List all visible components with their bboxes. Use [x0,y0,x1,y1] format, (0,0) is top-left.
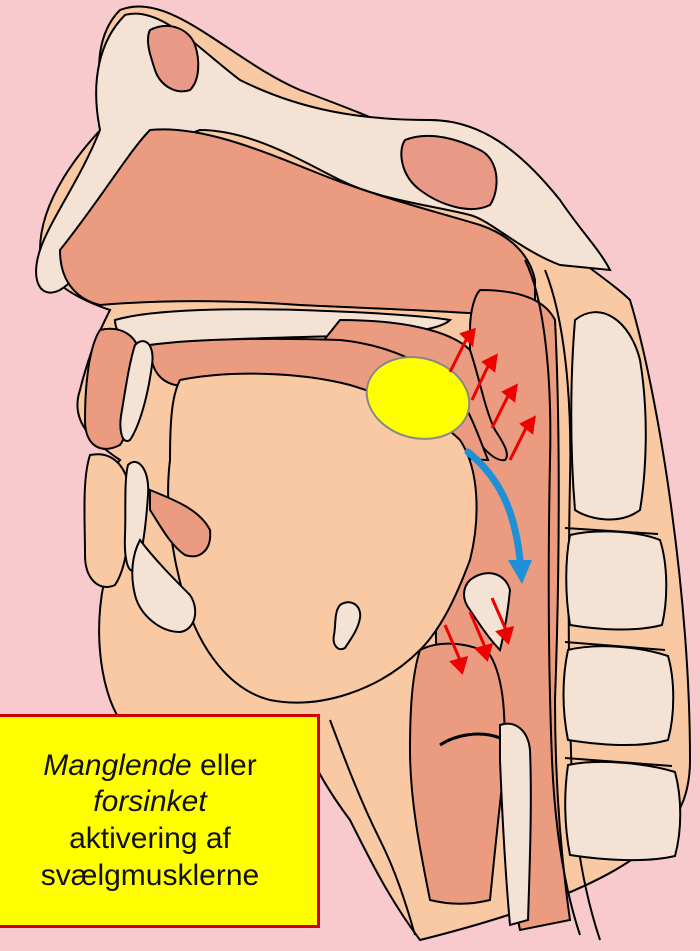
callout-word-forsinket: forsinket [93,785,206,818]
callout-line-1: Manglende eller [43,748,256,785]
larynx [410,644,505,904]
callout-line-3: aktivering af [69,821,231,858]
cervical-vertebrae [564,312,681,860]
callout-line-4: svælgmusklerne [41,858,259,895]
lower-lip [84,454,130,587]
callout-box: Manglende eller forsinket aktivering af … [0,714,320,928]
callout-line-2: forsinket [93,784,206,821]
callout-word-manglende: Manglende [43,749,191,782]
callout-word-eller: eller [192,749,257,782]
